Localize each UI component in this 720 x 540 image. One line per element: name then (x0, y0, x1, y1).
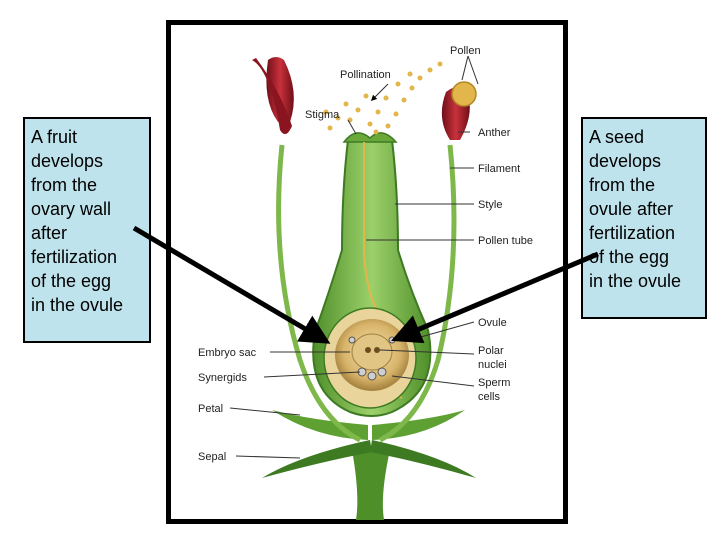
stigma (342, 132, 398, 143)
callout-line: from the (589, 175, 656, 195)
sepal-right (370, 440, 476, 478)
label-style: Style (478, 199, 502, 211)
polar-nucleus (374, 347, 380, 353)
callout-line: A fruit (31, 127, 78, 147)
callout-line: in the ovule (589, 271, 682, 291)
label-petal: Petal (198, 403, 223, 415)
fruit-arrow (132, 225, 331, 344)
callout-line: ovule after (589, 199, 674, 219)
seed-callout: A seed develops from the ovule after fer… (581, 117, 707, 319)
filament-left (276, 144, 362, 443)
filament-right (378, 144, 457, 443)
label-pollen-tube: Pollen tube (478, 235, 533, 247)
flower-stalk (352, 450, 390, 520)
callout-line: develops (31, 151, 104, 171)
synergid (377, 367, 387, 377)
label-filament: Filament (478, 163, 520, 175)
label-anther: Anther (478, 127, 511, 139)
synergid (367, 371, 377, 381)
embryo-sac-cell (348, 336, 356, 344)
callout-line: after (31, 223, 68, 243)
label-stigma: Stigma (305, 109, 340, 121)
anther-left (266, 57, 294, 122)
callout-line: develops (589, 151, 662, 171)
label-polar-nuclei: Polar (478, 345, 504, 357)
callout-line: of the egg (589, 247, 670, 267)
embryo-sac (351, 333, 393, 371)
label-pollination: Pollination (340, 69, 391, 81)
callout-line: fertilization (31, 247, 118, 267)
polar-nucleus (365, 347, 371, 353)
callout-line: fertilization (589, 223, 676, 243)
callout-line: ovary wall (31, 199, 112, 219)
pollen-grains (323, 61, 443, 135)
pollen-grains-cluster (451, 81, 477, 107)
label-polar-nuclei: nuclei (478, 359, 507, 371)
callout-line: from the (31, 175, 98, 195)
label-sperm-cells: Sperm (478, 377, 510, 389)
label-synergids: Synergids (198, 372, 247, 384)
label-sperm-cells: cells (478, 391, 501, 403)
label-ovule: Ovule (478, 317, 507, 329)
anther-left-tip (252, 58, 292, 135)
seed-arrow (391, 251, 599, 344)
fruit-callout: A fruit develops from the ovary wall aft… (23, 117, 151, 343)
embryo-sac-cell (388, 336, 396, 344)
callout-line: in the ovule (31, 295, 124, 315)
label-pollen: Pollen (450, 45, 481, 57)
sepal-left (262, 440, 372, 478)
callout-line: A seed (589, 127, 645, 147)
callout-line: of the egg (31, 271, 112, 291)
label-sepal: Sepal (198, 451, 226, 463)
label-embryo-sac: Embryo sac (198, 347, 257, 359)
